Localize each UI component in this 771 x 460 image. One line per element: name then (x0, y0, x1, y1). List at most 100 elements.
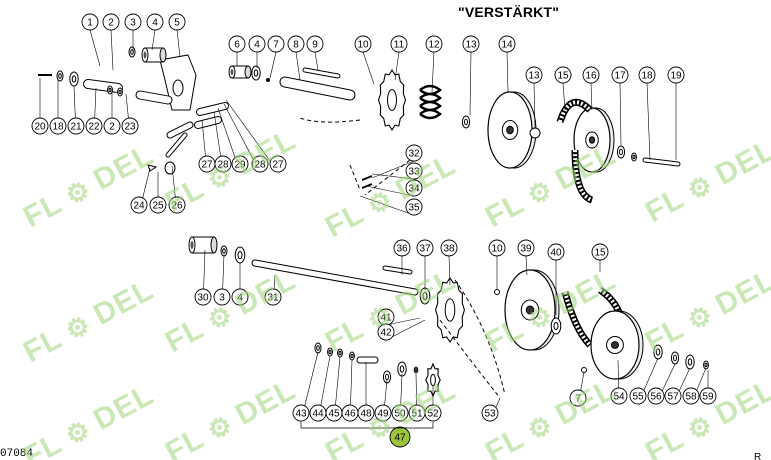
callout-1: 1 (81, 13, 101, 67)
sprocket (425, 362, 441, 398)
bearing (69, 71, 79, 87)
bushing (550, 317, 562, 335)
callout-52: 52 (424, 385, 442, 422)
callout-26: 26 (168, 165, 186, 214)
link (165, 132, 188, 158)
callout-34: 34 (365, 179, 423, 197)
pin (196, 102, 229, 116)
svg-text:38: 38 (443, 244, 455, 255)
svg-text:4: 4 (237, 293, 243, 304)
v-belt (556, 98, 594, 204)
svg-text:6: 6 (234, 40, 240, 51)
callout-54: 54 (610, 359, 628, 405)
washer (703, 360, 709, 370)
callout-15: 15 (591, 243, 609, 272)
svg-text:40: 40 (550, 248, 562, 259)
washer (56, 70, 64, 82)
svg-text:7: 7 (273, 40, 279, 51)
svg-text:13: 13 (465, 40, 477, 51)
callout-10: 10 (488, 239, 506, 290)
svg-text:41: 41 (380, 313, 392, 324)
variator-pulley (487, 91, 537, 169)
washer (670, 351, 680, 365)
svg-text:54: 54 (613, 392, 625, 403)
svg-text:19: 19 (670, 71, 682, 82)
variator-pulley (573, 107, 615, 173)
callout-7: 7 (267, 35, 285, 79)
bearing (419, 287, 431, 305)
svg-text:12: 12 (428, 40, 440, 51)
callout-24: 24 (130, 167, 151, 214)
nut (461, 115, 471, 129)
svg-text:20: 20 (34, 122, 46, 133)
callout-18: 18 (49, 80, 67, 135)
svg-text:31: 31 (267, 293, 279, 304)
svg-text:33: 33 (408, 167, 420, 178)
pin (135, 90, 173, 105)
svg-text:48: 48 (360, 409, 372, 420)
svg-text:36: 36 (396, 244, 408, 255)
svg-text:15: 15 (594, 248, 606, 259)
svg-text:58: 58 (685, 392, 697, 403)
svg-text:26: 26 (171, 201, 183, 212)
svg-text:22: 22 (88, 122, 100, 133)
svg-text:23: 23 (124, 122, 136, 133)
svg-text:56: 56 (650, 392, 662, 403)
drawing-code: 07084 (0, 448, 34, 460)
svg-text:18: 18 (641, 71, 653, 82)
callout-4: 4 (231, 262, 249, 306)
callout-13: 13 (525, 66, 543, 129)
svg-text:2: 2 (108, 18, 114, 29)
svg-text:21: 21 (70, 122, 82, 133)
svg-text:35: 35 (408, 203, 420, 214)
svg-text:24: 24 (133, 201, 145, 212)
washer (117, 87, 123, 97)
callout-56: 56 (647, 363, 676, 405)
svg-text:29: 29 (234, 160, 246, 171)
svg-text:42: 42 (380, 328, 392, 339)
svg-text:39: 39 (520, 244, 532, 255)
callout-20: 20 (31, 78, 49, 135)
svg-text:4: 4 (254, 40, 260, 51)
callout-9: 9 (306, 35, 324, 71)
svg-text:57: 57 (667, 392, 679, 403)
callout-6: 6 (228, 35, 246, 66)
callout-58: 58 (682, 367, 707, 405)
nut (653, 344, 663, 360)
snap-ring (128, 46, 136, 58)
pin (194, 116, 222, 129)
bearing (397, 361, 407, 377)
callout-59: 59 (699, 370, 717, 405)
bearing (141, 47, 167, 63)
bearing (234, 246, 246, 264)
callout-49: 49 (374, 379, 392, 422)
washer (616, 145, 626, 159)
svg-text:32: 32 (408, 149, 420, 160)
callout-11: 11 (390, 35, 408, 81)
svg-text:17: 17 (614, 71, 626, 82)
svg-text:11: 11 (394, 40, 405, 51)
callout-42: 42 (377, 319, 426, 341)
corner-mark: R (754, 452, 762, 460)
callout-25: 25 (149, 172, 167, 214)
callout-30: 30 (194, 249, 212, 306)
callout-40: 40 (547, 243, 565, 315)
washer (314, 342, 322, 354)
callout-8: 8 (287, 35, 305, 81)
callout-19: 19 (667, 66, 685, 160)
callout-22: 22 (85, 87, 103, 135)
svg-text:5: 5 (174, 18, 180, 29)
svg-text:8: 8 (293, 40, 299, 51)
svg-text:1: 1 (87, 18, 93, 29)
svg-text:10: 10 (357, 40, 369, 51)
svg-text:15: 15 (557, 71, 569, 82)
svg-text:37: 37 (419, 244, 431, 255)
callout-53: 53 (481, 397, 501, 422)
sprocket (435, 277, 465, 343)
callout-32: 32 (371, 144, 423, 179)
callout-46: 46 (341, 359, 359, 422)
variator-pulley (590, 310, 644, 380)
washer (413, 366, 419, 374)
svg-text:3: 3 (219, 293, 225, 304)
